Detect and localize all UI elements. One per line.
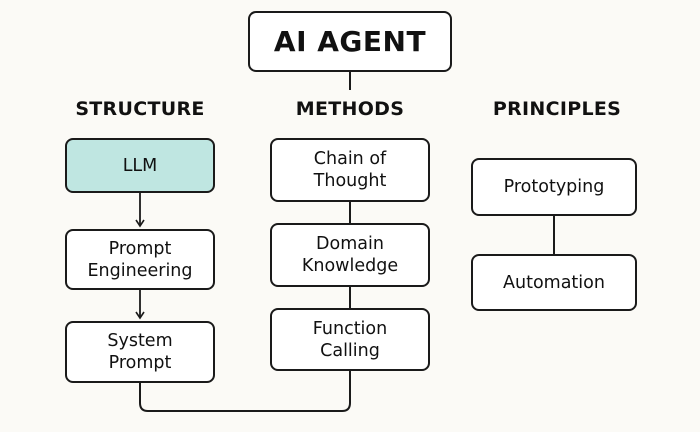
connector-system-prompt-to-function-calling: [139, 371, 351, 412]
node-prototyping: Prototyping: [471, 158, 637, 216]
node-llm: LLM: [65, 138, 215, 193]
heading-structure: STRUCTURE: [75, 98, 205, 120]
node-function-calling: Function Calling: [270, 308, 430, 371]
heading-principles: PRINCIPLES: [492, 98, 622, 120]
heading-methods: METHODS: [295, 98, 405, 120]
node-chain-of-thought: Chain of Thought: [270, 138, 430, 202]
node-domain-knowledge: Domain Knowledge: [270, 223, 430, 287]
root-node-ai-agent: AI AGENT: [248, 11, 452, 72]
node-automation: Automation: [471, 254, 637, 311]
node-prompt-engineering: Prompt Engineering: [65, 229, 215, 290]
node-system-prompt: System Prompt: [65, 321, 215, 383]
